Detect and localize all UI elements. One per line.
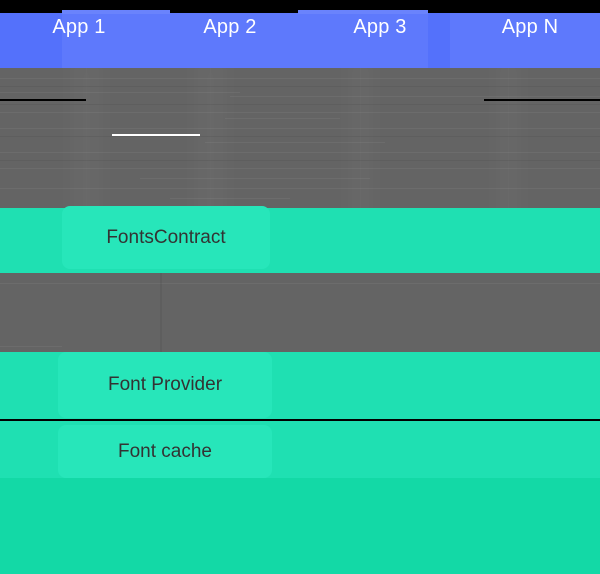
scan-artifact bbox=[0, 86, 600, 87]
grey-region-lower bbox=[0, 273, 600, 352]
scan-artifact bbox=[0, 92, 240, 93]
funnel-smudge-2 bbox=[210, 68, 211, 218]
scan-artifact bbox=[0, 152, 600, 153]
tab-nub bbox=[62, 10, 170, 14]
scan-artifact bbox=[170, 198, 290, 199]
app-tab-strip bbox=[0, 13, 600, 68]
node-fonts-contract[interactable]: FontsContract bbox=[62, 206, 270, 269]
scan-artifact bbox=[0, 112, 600, 113]
node-font-cache[interactable]: Font cache bbox=[58, 425, 272, 478]
bottom-green-band bbox=[0, 478, 600, 574]
funnel-smudge-4 bbox=[508, 68, 509, 218]
node-font-provider[interactable]: Font Provider bbox=[58, 352, 272, 418]
funnel-smudge-1 bbox=[86, 68, 87, 218]
scan-artifact bbox=[0, 168, 600, 169]
scan-artifact bbox=[0, 160, 600, 161]
scan-artifact bbox=[230, 96, 600, 97]
scan-artifact bbox=[0, 104, 600, 105]
black-rule bbox=[484, 99, 600, 101]
scan-artifact bbox=[225, 118, 340, 119]
scan-artifact bbox=[0, 283, 600, 284]
white-rule bbox=[112, 134, 200, 136]
funnel-smudge-3 bbox=[360, 68, 361, 218]
scan-artifact bbox=[205, 142, 385, 143]
scan-artifact bbox=[0, 128, 600, 129]
node-font-provider-label: Font Provider bbox=[107, 374, 223, 395]
node-fonts-contract-label: FontsContract bbox=[106, 226, 226, 248]
tab-label-app-3[interactable]: App 3 bbox=[353, 16, 407, 38]
scan-artifact bbox=[0, 188, 600, 189]
tab-label-app-2[interactable]: App 2 bbox=[203, 16, 257, 38]
node-font-cache-label: Font cache bbox=[118, 440, 212, 462]
tab-cell-app-3[interactable] bbox=[298, 13, 428, 68]
black-rule bbox=[0, 99, 86, 101]
grey-region-upper bbox=[0, 68, 600, 208]
grey-divider bbox=[160, 273, 162, 352]
tab-label-app-1[interactable]: App 1 bbox=[52, 16, 106, 38]
tab-cell-app-n[interactable] bbox=[450, 13, 600, 68]
tab-cell-app-1[interactable] bbox=[62, 13, 170, 68]
scan-artifact bbox=[0, 78, 600, 79]
scan-artifact bbox=[0, 346, 62, 347]
tab-cell-app-2[interactable] bbox=[170, 13, 298, 68]
scan-artifact bbox=[0, 136, 600, 137]
tab-nub bbox=[298, 10, 428, 14]
scan-artifact bbox=[140, 178, 370, 179]
tab-label-app-n[interactable]: App N bbox=[501, 16, 559, 38]
